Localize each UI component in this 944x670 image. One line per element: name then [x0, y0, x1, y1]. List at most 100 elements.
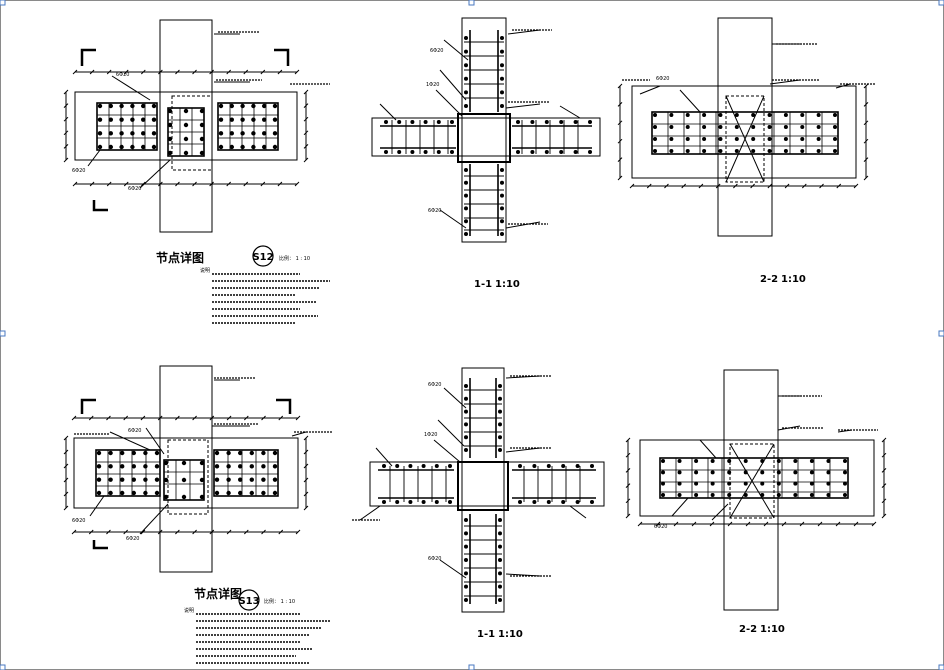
rebar-dot — [410, 150, 415, 154]
rebar-dot — [661, 459, 665, 463]
rebar-dot — [498, 518, 502, 522]
rebar-dot — [229, 117, 234, 122]
rebar-dot — [214, 477, 220, 482]
plan-title: 节点详图 — [194, 586, 242, 601]
rebar-dot — [498, 598, 502, 602]
dimension-tick — [89, 181, 95, 187]
rebar-dot — [767, 113, 772, 117]
rebar-dot — [397, 150, 402, 154]
rebar-dot — [464, 384, 468, 388]
rebar-dot — [199, 494, 205, 500]
rebar-dot — [800, 137, 805, 141]
section-2-2-scale: 1:10 — [781, 274, 806, 285]
dimension-tick — [243, 415, 249, 421]
resize-handle[interactable] — [468, 664, 475, 670]
rebar-dot — [218, 103, 224, 109]
rebar-dot — [141, 117, 146, 122]
rebar-dot — [154, 464, 160, 469]
rebar-dot — [685, 137, 690, 141]
dimension-tick — [63, 449, 69, 455]
dimension-tick — [158, 69, 163, 75]
dimension-tick — [863, 138, 869, 144]
rebar-dot — [183, 108, 189, 114]
rebar-dot — [143, 450, 148, 456]
note-lines — [196, 273, 330, 664]
dimension-tick — [303, 449, 309, 455]
dimension-tick — [260, 181, 266, 187]
rebar-dot — [498, 396, 502, 401]
rebar-dot — [685, 125, 690, 129]
rebar-dot — [434, 500, 439, 504]
dimension-tick — [63, 491, 69, 497]
rebar-dot — [727, 481, 732, 486]
rebar-dot — [677, 481, 682, 486]
rebar-dot — [793, 481, 798, 486]
rebar-dot — [251, 117, 256, 122]
plan-title: 节点详图 — [156, 250, 204, 265]
resize-handle[interactable] — [0, 0, 6, 6]
rebar-dot — [240, 117, 245, 122]
rebar-dot — [826, 470, 831, 475]
resize-handle[interactable] — [938, 330, 944, 337]
dimension-tick — [123, 181, 129, 187]
rebar-dot — [767, 149, 772, 153]
rebar-dot — [544, 150, 549, 154]
resize-handle[interactable] — [468, 0, 475, 6]
rebar-dot — [181, 494, 187, 500]
rebar-dot — [131, 490, 136, 496]
rebar-dot — [500, 193, 504, 198]
rebar-dot — [588, 120, 592, 124]
resize-handle[interactable] — [938, 0, 944, 6]
section-2-2-label: 2-2 — [760, 274, 778, 285]
rebar-dot — [464, 168, 468, 172]
dimension-tick — [88, 529, 94, 535]
section-2-2 — [627, 369, 885, 611]
rebar-dot — [573, 150, 578, 154]
rebar-dot — [108, 117, 114, 122]
rebar-dot — [249, 450, 254, 456]
dimension-tick — [226, 415, 232, 421]
dimension-tick — [209, 69, 214, 75]
rebar-dot — [760, 459, 765, 463]
rebar-dot — [500, 90, 504, 95]
dimension-tick — [881, 437, 887, 443]
rebar-dot — [464, 584, 468, 589]
rebar-dot — [108, 450, 113, 456]
rebar-dot — [272, 103, 278, 109]
rebar-dot — [498, 435, 502, 440]
dimension-tick — [243, 69, 249, 75]
rebar-label: 6Φ20 — [654, 524, 667, 530]
dimension-tick — [63, 505, 69, 511]
rebar-dot — [500, 76, 504, 81]
rebar-dot — [226, 477, 231, 482]
rebar-dot — [131, 464, 136, 469]
rebar-dot — [516, 150, 520, 154]
dimension-tick — [209, 529, 215, 535]
resize-handle[interactable] — [938, 664, 944, 670]
rebar-dot — [734, 125, 739, 129]
dimension-tick — [209, 415, 215, 421]
rebar-dot — [229, 131, 234, 136]
section-2-2-scale: 1:10 — [760, 624, 785, 635]
rebar-dot — [199, 150, 205, 156]
rebar-dot — [498, 571, 502, 576]
dimension-tick — [192, 181, 197, 187]
rebar-dot — [199, 108, 205, 114]
rebar-dot — [573, 120, 578, 124]
rebar-dot — [776, 470, 781, 475]
resize-handle[interactable] — [0, 330, 6, 337]
dimension-tick — [625, 437, 631, 443]
dimension-tick — [72, 69, 78, 75]
rebar-dot — [143, 477, 148, 482]
dimension-tick — [750, 183, 755, 189]
rebar-dot — [251, 131, 256, 136]
section-1-1-label: 1-1 — [477, 629, 495, 640]
dimension-tick — [140, 181, 146, 187]
rebar-dot — [661, 493, 665, 497]
rebar-dot — [653, 149, 657, 153]
dimension-tick — [801, 183, 807, 189]
dimension-tick — [303, 89, 309, 95]
detail-badge: S12 — [252, 252, 273, 263]
resize-handle[interactable] — [0, 664, 6, 670]
